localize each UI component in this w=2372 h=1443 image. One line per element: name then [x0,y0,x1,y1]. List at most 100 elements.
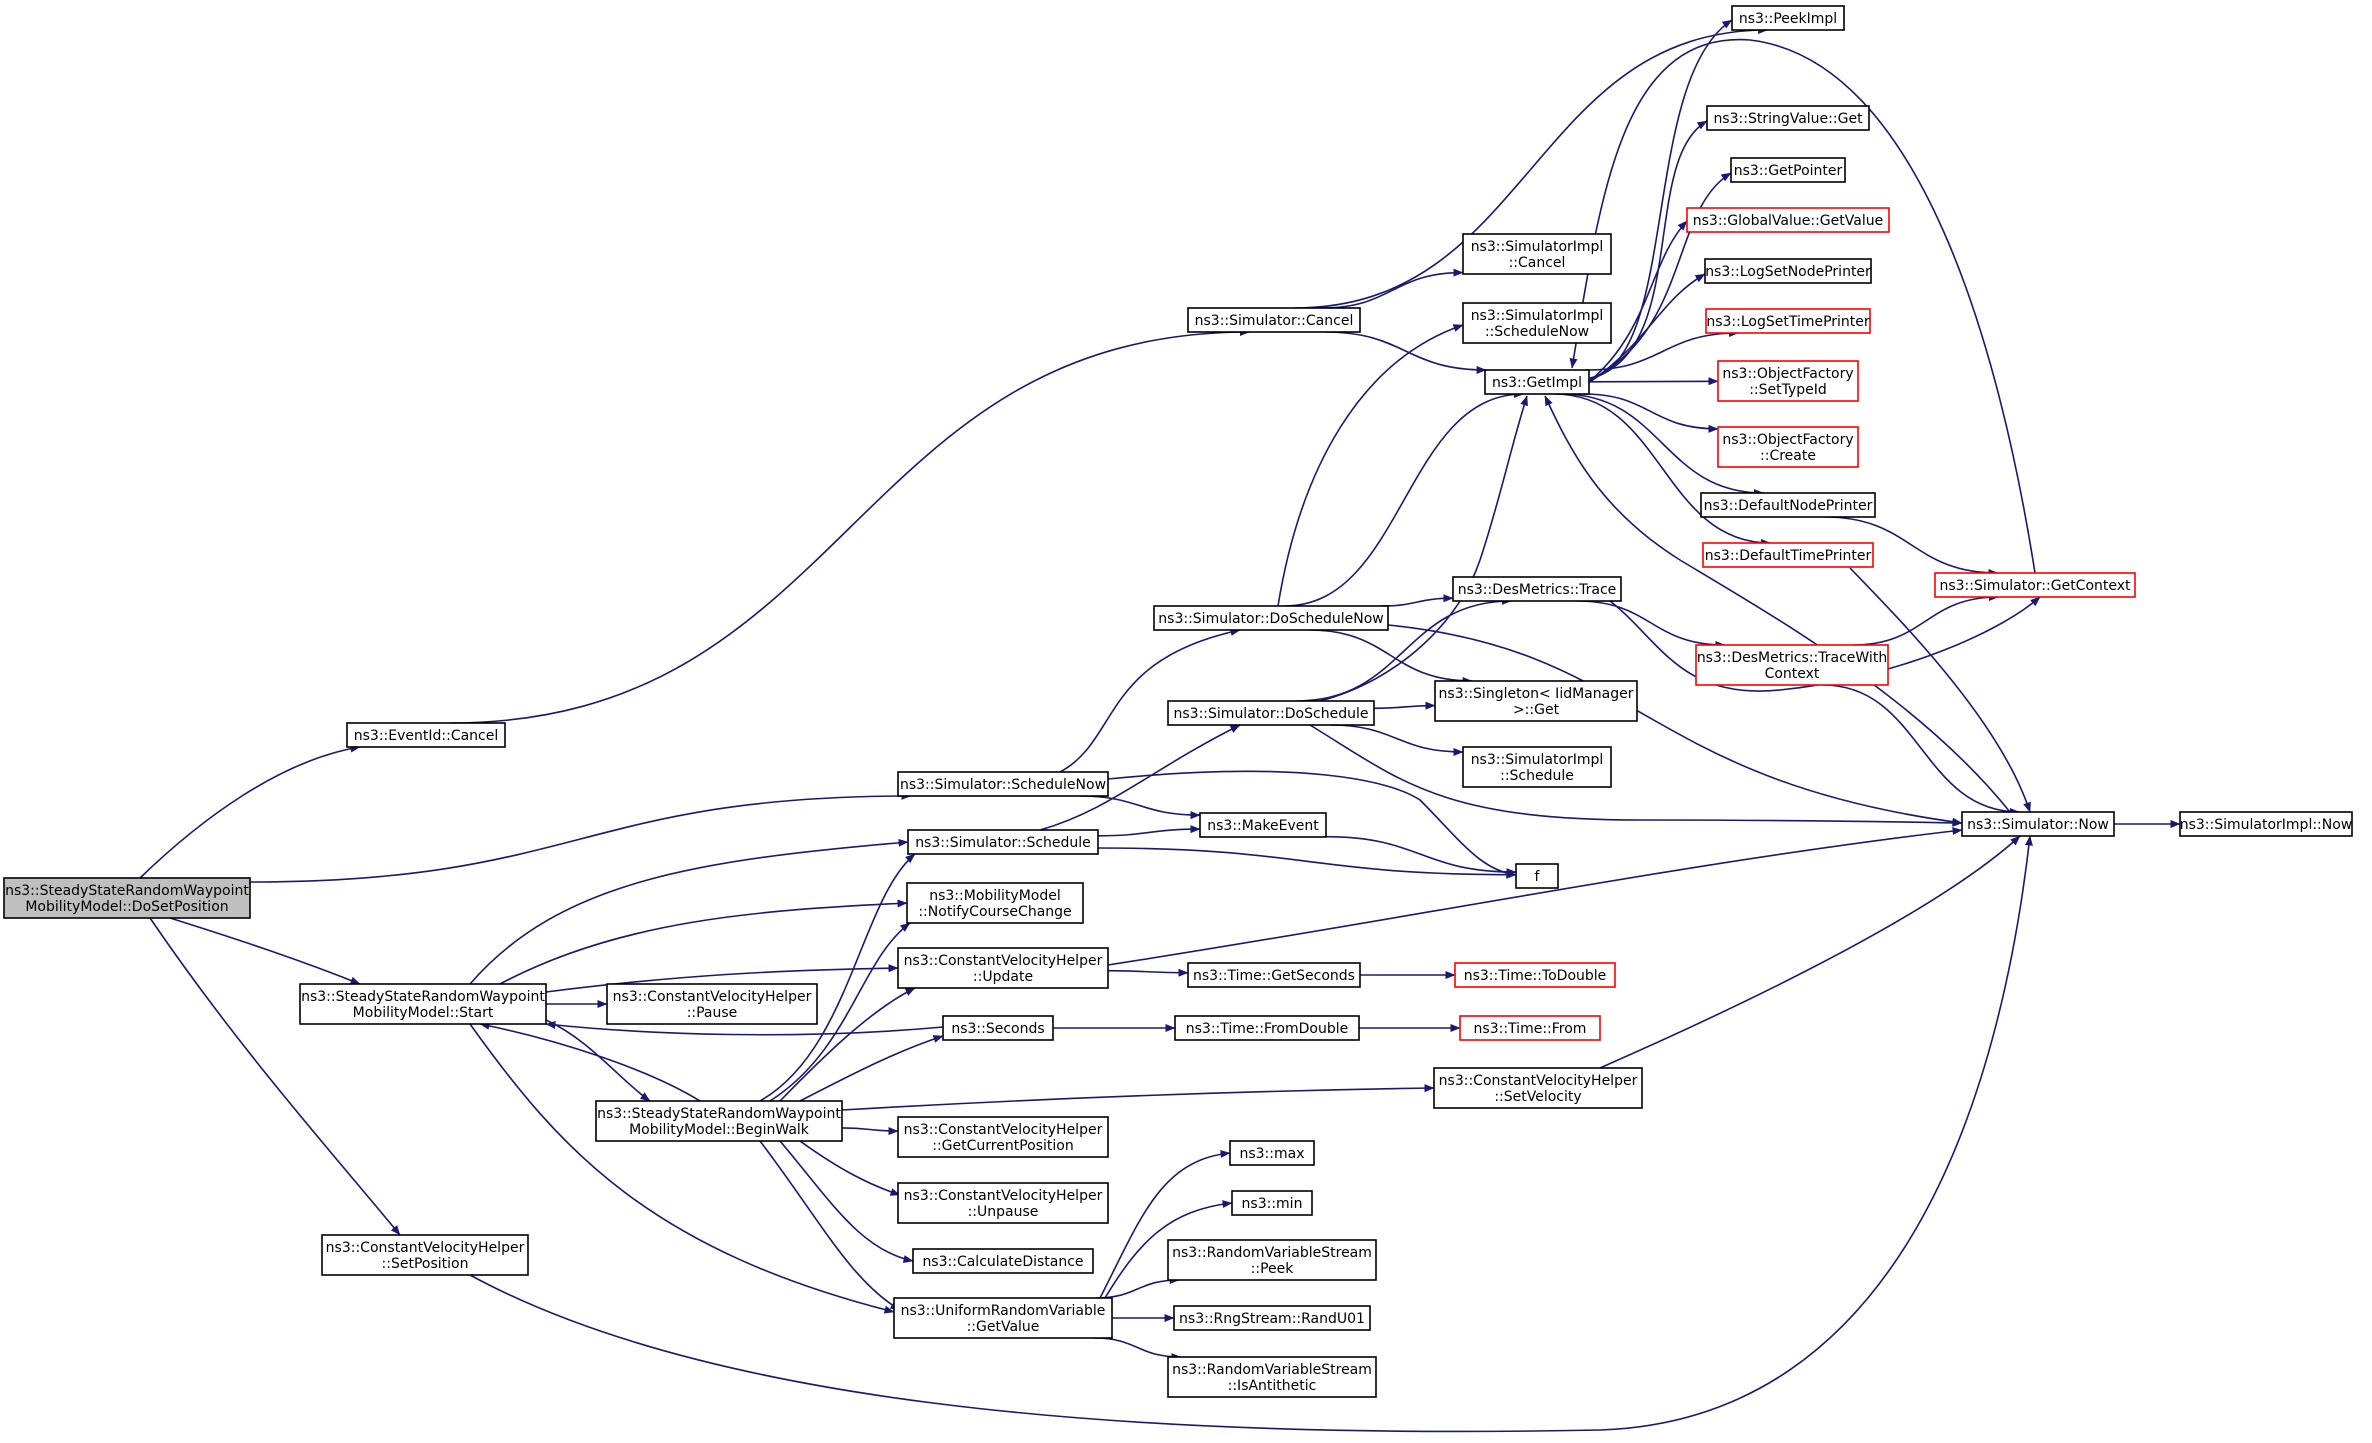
node-cvhPause[interactable]: ns3::ConstantVelocityHelper::Pause [606,983,818,1025]
node-calculateDistance[interactable]: ns3::CalculateDistance [912,1248,1094,1274]
edge-line [1284,390,1524,607]
node-box [321,1234,529,1276]
edge-line [149,917,401,1236]
node-box [897,947,1109,989]
node-defaultTimePrinter[interactable]: ns3::DefaultTimePrinter [1702,542,1874,568]
node-max[interactable]: ns3::max [1229,1140,1315,1166]
edge-simDoScheduleNow-to-simImplScheduleNow [1277,324,1464,607]
edge-line [1321,268,1464,309]
node-box [1462,746,1612,788]
edge-line [1609,596,2041,692]
node-cvhGetCurrentPosition[interactable]: ns3::ConstantVelocityHelper::GetCurrentP… [897,1116,1109,1158]
node-objectFactoryCreate[interactable]: ns3::ObjectFactory::Create [1717,426,1859,468]
node-label: ns3::CalculateDistance [922,1254,1083,1270]
node-objectFactorySetTypeId[interactable]: ns3::ObjectFactory::SetTypeId [1717,360,1859,402]
node-makeEvent[interactable]: ns3::MakeEvent [1199,812,1327,838]
edge-line [1554,393,1772,547]
node-label: ns3::DefaultTimePrinter [1705,548,1872,564]
node-min[interactable]: ns3::min [1231,1190,1313,1216]
node-simImplCancel[interactable]: ns3::SimulatorImpl::Cancel [1462,233,1612,275]
node-getImpl[interactable]: ns3::GetImpl [1484,369,1590,395]
edge-simDoSchedule-to-singletonGet [1373,701,1436,710]
node-notifyCourseChange[interactable]: ns3::MobilityModel::NotifyCourseChange [906,882,1084,924]
node-rngRandU01[interactable]: ns3::RngStream::RandU01 [1173,1305,1371,1331]
node-cvhSetPosition[interactable]: ns3::ConstantVelocityHelper::SetPosition [321,1234,529,1276]
node-rvsPeek[interactable]: ns3::RandomVariableStream::Peek [1167,1239,1377,1281]
edge-line [1107,770,1517,878]
node-timeGetSeconds[interactable]: ns3::Time::GetSeconds [1187,962,1361,988]
node-simSchedule[interactable]: ns3::Simulator::Schedule [907,829,1099,855]
node-simDoSchedule[interactable]: ns3::Simulator::DoSchedule [1167,700,1375,726]
node-simDoScheduleNow[interactable]: ns3::Simulator::DoScheduleNow [1153,605,1389,631]
edge-line [1849,567,2031,813]
edge-simDoSchedule-to-desMetricsTrace [1296,597,1512,702]
edge-line [1107,968,1189,977]
node-cvhSetVelocity[interactable]: ns3::ConstantVelocityHelper::SetVelocity [1433,1067,1643,1109]
edge-line [759,853,916,1102]
edge-line [545,1021,944,1036]
node-timeFrom[interactable]: ns3::Time::From [1459,1015,1601,1041]
edge-line [779,1140,914,1263]
node-label: ns3::LogSetNodePrinter [1705,264,1871,280]
node-singletonGet[interactable]: ns3::Singleton< IidManager>::Get [1434,680,1638,722]
node-simScheduleNow[interactable]: ns3::Simulator::ScheduleNow [897,771,1109,797]
node-box [907,829,1099,855]
node-logSetNodePrinter[interactable]: ns3::LogSetNodePrinter [1704,258,1872,284]
node-box [1454,962,1616,988]
node-label: ::Create [1760,448,1816,464]
node-box [2179,811,2353,837]
node-box [1462,233,1612,275]
edge-line [1094,1337,1182,1361]
edge-getImpl-to-objectFactorySetTypeId [1588,377,1719,386]
edge-simCancel-to-getImpl [1324,331,1487,374]
node-rvsIsAntithetic[interactable]: ns3::RandomVariableStream::IsAntithetic [1167,1356,1377,1398]
node-doSetPosition: ns3::SteadyStateRandomWaypointMobilityMo… [3,877,251,919]
node-label: ns3::Simulator::DoSchedule [1174,706,1369,722]
node-simImplScheduleNow[interactable]: ns3::SimulatorImpl::ScheduleNow [1462,302,1612,344]
edge-line [1589,220,1688,382]
node-label: MobilityModel::Start [353,1005,494,1021]
node-ssrwStart[interactable]: ns3::SteadyStateRandomWaypointMobilityMo… [299,983,547,1025]
node-box [1484,369,1590,395]
node-timeFromDouble[interactable]: ns3::Time::FromDouble [1174,1015,1360,1041]
node-logSetTimePrinter[interactable]: ns3::LogSetTimePrinter [1705,308,1871,334]
node-simImplSchedule[interactable]: ns3::SimulatorImpl::Schedule [1462,746,1612,788]
node-box [1452,576,1622,602]
node-simNow[interactable]: ns3::Simulator::Now [1961,811,2115,837]
node-desMetricsTrace[interactable]: ns3::DesMetrics::Trace [1452,576,1622,602]
node-cvhUpdate[interactable]: ns3::ConstantVelocityHelper::Update [897,947,1109,989]
node-defaultNodePrinter[interactable]: ns3::DefaultNodePrinter [1700,492,1876,518]
node-box [1173,1305,1371,1331]
node-seconds[interactable]: ns3::Seconds [942,1015,1054,1041]
node-simCancel[interactable]: ns3::Simulator::Cancel [1187,307,1361,333]
node-box [1706,105,1870,131]
edge-line [1569,38,2036,574]
node-timeToDouble[interactable]: ns3::Time::ToDouble [1454,962,1616,988]
edge-line [1387,624,1963,826]
node-getPointer[interactable]: ns3::GetPointer [1730,157,1846,183]
node-eventIdCancel[interactable]: ns3::EventId::Cancel [346,722,506,748]
node-f[interactable]: f [1515,863,1559,889]
edge-cvhUpdate-to-timeGetSeconds [1107,968,1189,977]
node-box [1199,812,1327,838]
edge-doSetPosition-to-simScheduleNow [249,792,912,883]
node-ssrwBeginWalk[interactable]: ns3::SteadyStateRandomWaypointMobilityMo… [595,1100,843,1142]
node-globalValueGetValue[interactable]: ns3::GlobalValue::GetValue [1686,207,1890,233]
node-box [1231,1190,1313,1216]
node-simImplNow[interactable]: ns3::SimulatorImpl::Now [2179,811,2353,837]
node-label: f [1535,869,1541,885]
node-label: ::SetTypeId [1749,382,1827,398]
node-urvGetValue[interactable]: ns3::UniformRandomVariable::GetValue [893,1297,1113,1339]
node-cvhUnpause[interactable]: ns3::ConstantVelocityHelper::Unpause [897,1182,1109,1224]
node-label: ::Cancel [1509,255,1566,271]
node-stringValueGet[interactable]: ns3::StringValue::Get [1706,105,1870,131]
node-box [1515,863,1559,889]
node-peekImpl[interactable]: ns3::PeekImpl [1731,5,1845,31]
node-simGetContext[interactable]: ns3::Simulator::GetContext [1934,572,2136,598]
node-box [893,1297,1113,1339]
node-box [1187,962,1361,988]
node-box [1459,1015,1601,1041]
node-box [897,1182,1109,1224]
